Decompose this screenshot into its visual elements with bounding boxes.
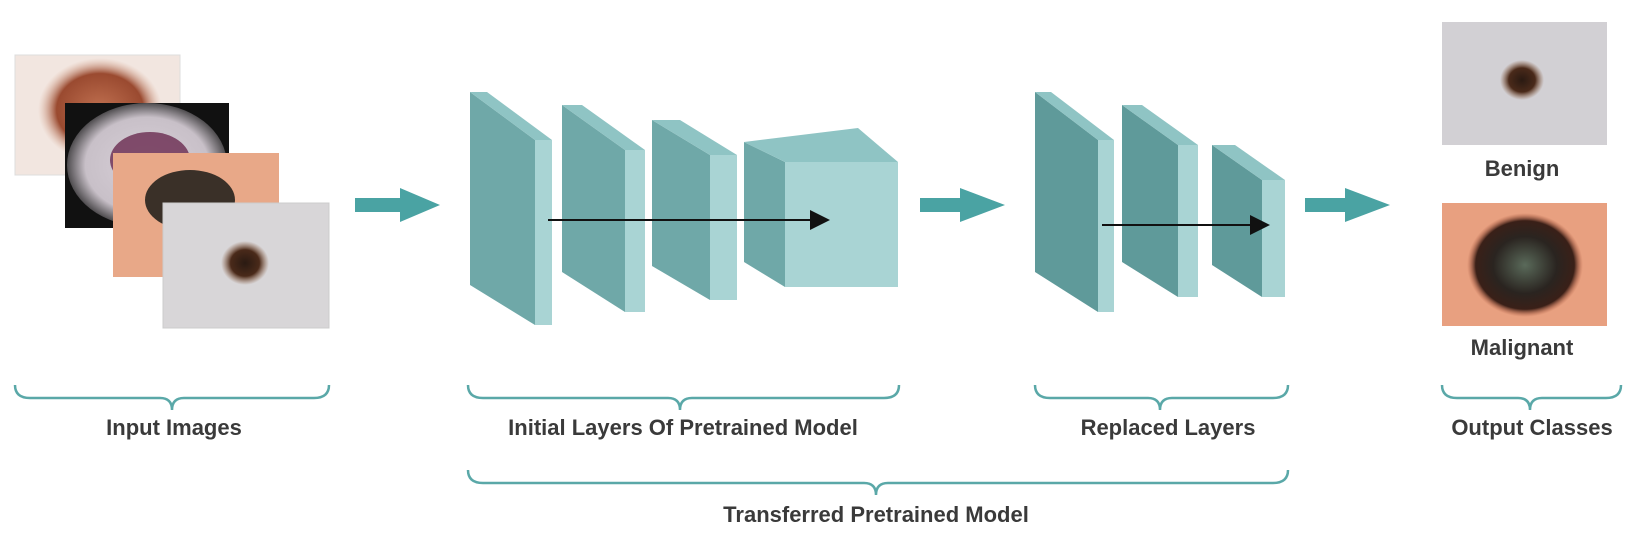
replaced-layers-block <box>1035 92 1285 312</box>
replaced-layer-1 <box>1035 92 1114 312</box>
input-images-stack <box>14 54 330 329</box>
benign-label: Benign <box>1485 156 1560 181</box>
output-image-malignant <box>1442 203 1607 326</box>
bracket-output-classes <box>1440 384 1623 411</box>
malignant-label: Malignant <box>1471 335 1574 360</box>
initial-layer-2 <box>562 105 645 312</box>
label-replaced-layers: Replaced Layers <box>1081 415 1256 440</box>
label-input-images: Input Images <box>106 415 242 440</box>
initial-layers-block <box>470 92 898 325</box>
replaced-layer-3 <box>1212 145 1285 297</box>
replaced-layer-2 <box>1122 105 1198 297</box>
label-output-classes: Output Classes <box>1451 415 1612 440</box>
flow-arrow-3 <box>1305 188 1390 222</box>
initial-layer-1 <box>470 92 552 325</box>
initial-layer-3 <box>652 120 737 300</box>
label-transferred-model: Transferred Pretrained Model <box>723 502 1029 527</box>
bracket-transferred-model <box>466 469 1290 496</box>
output-image-benign <box>1442 22 1607 145</box>
initial-layer-4-cube <box>744 128 898 287</box>
bracket-initial-layers <box>466 384 901 411</box>
flow-arrow-2 <box>920 188 1005 222</box>
bracket-input-images <box>13 384 331 411</box>
label-initial-layers: Initial Layers Of Pretrained Model <box>508 415 858 440</box>
flow-arrow-1 <box>355 188 440 222</box>
input-image-4 <box>162 202 330 329</box>
bracket-replaced-layers <box>1033 384 1290 411</box>
